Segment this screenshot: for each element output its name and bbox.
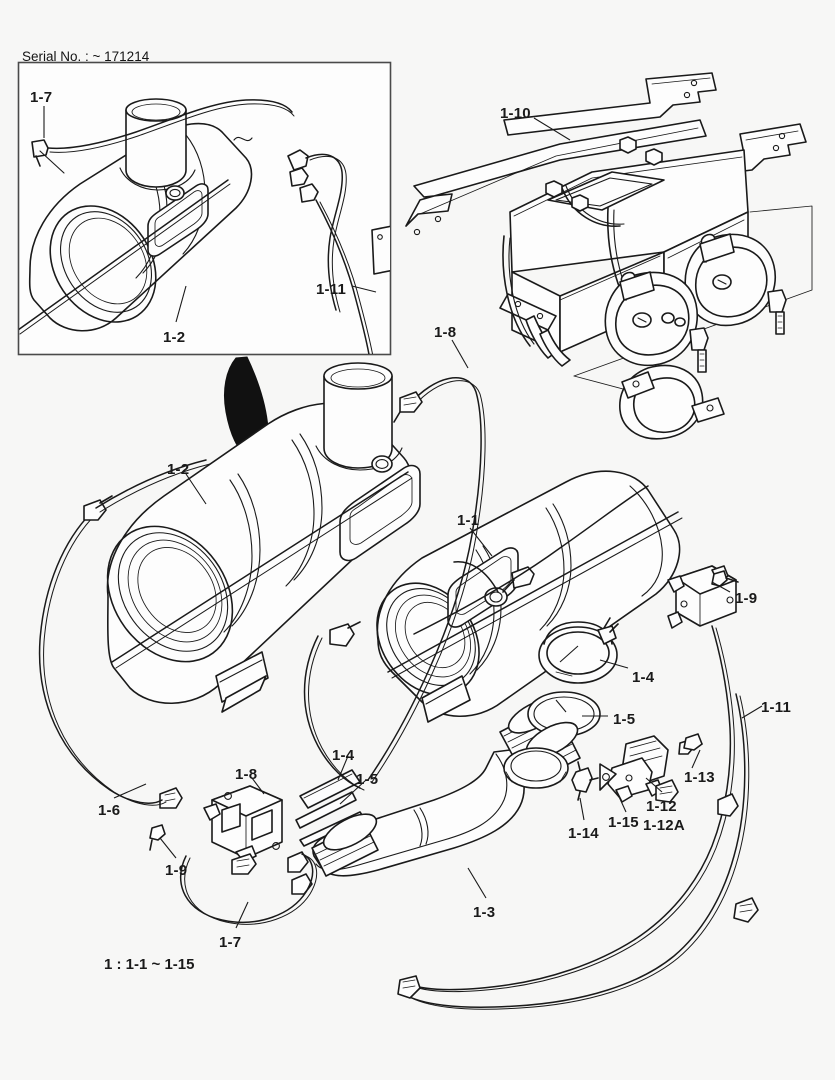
callout-1-12: 1-12 xyxy=(646,798,677,815)
callout-inset-1-7: 1-7 xyxy=(30,89,53,106)
callout-1-2: 1-2 xyxy=(167,461,190,478)
callout-1-5-a: 1-5 xyxy=(613,711,636,728)
callout-1-11: 1-11 xyxy=(761,699,791,716)
outlet-ring xyxy=(503,747,569,789)
inset-leader-lines xyxy=(43,106,377,323)
wiring-harness xyxy=(38,377,759,1010)
callout-1-5-b: 1-5 xyxy=(356,771,379,788)
callout-1-6: 1-6 xyxy=(98,802,121,819)
callout-1-14: 1-14 xyxy=(568,825,599,842)
serial-number-note: Serial No. : ~ 171214 xyxy=(22,49,150,64)
callout-inset-1-2: 1-2 xyxy=(163,329,186,346)
callout-1-4-a: 1-4 xyxy=(632,669,655,686)
callout-1-9-b: 1-9 xyxy=(165,862,188,879)
callout-inset-1-11: 1-11 xyxy=(316,281,346,298)
callout-1-9-a: 1-9 xyxy=(735,590,758,607)
inset-detail-box xyxy=(17,61,392,356)
callout-1-4-b: 1-4 xyxy=(332,747,355,764)
small-bracket-1-14 xyxy=(571,761,599,801)
main-leader-lines xyxy=(113,117,763,929)
callout-1-8-a: 1-8 xyxy=(434,324,457,341)
callout-1-7: 1-7 xyxy=(219,934,242,951)
callout-1-13: 1-13 xyxy=(684,769,715,786)
triangular-plate-1-15 xyxy=(599,763,617,791)
parts-range-legend: 1 : 1-1 ~ 1-15 xyxy=(104,956,195,973)
bellows-left-stack xyxy=(311,813,379,877)
pipe-clamp-assemblies xyxy=(525,233,787,440)
callout-1-12A: 1-12A xyxy=(643,817,685,834)
injector-assembly-1-12 xyxy=(607,735,669,803)
callout-1-1: 1-1 xyxy=(457,512,480,529)
callout-1-3: 1-3 xyxy=(473,904,496,921)
callout-1-15: 1-15 xyxy=(608,814,639,831)
callout-1-10: 1-10 xyxy=(500,105,531,122)
muffler-left-1-2 xyxy=(106,362,421,713)
callout-1-8-b: 1-8 xyxy=(235,766,258,783)
vband-clamp-right xyxy=(538,617,619,684)
muffler-right-1-1 xyxy=(376,470,683,723)
